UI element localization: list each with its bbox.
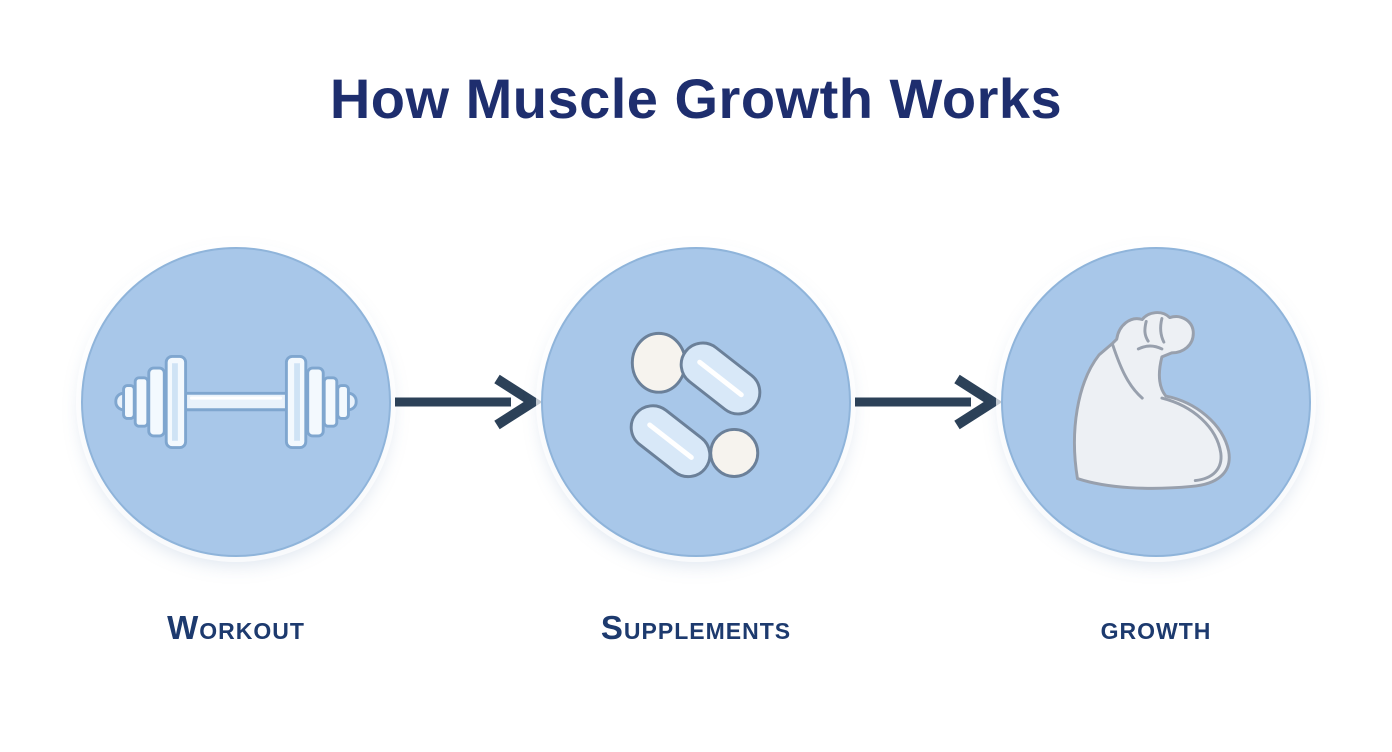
supplements-circle: [541, 247, 851, 557]
growth-circle: [1001, 247, 1311, 557]
dumbbell-icon: [114, 354, 358, 450]
flexed-bicep-icon: [1073, 311, 1231, 490]
page-title: How Muscle Growth Works: [329, 67, 1063, 130]
step-label-growth: growth: [1100, 609, 1212, 646]
workout-circle: [81, 247, 391, 557]
process-flow: Workout: [0, 247, 1392, 647]
muscle-growth-infographic: How Muscle Growth Works: [0, 66, 1392, 752]
right-arrow-icon: [855, 374, 1001, 430]
step-label-supplements: Supplements: [600, 609, 792, 646]
step-workout: Workout: [81, 247, 391, 647]
pills-icon: [629, 331, 762, 479]
right-arrow-icon: [395, 374, 541, 430]
step-label-workout: Workout: [167, 609, 305, 646]
arrow-workout-to-supplements: [391, 369, 541, 435]
step-supplements: Supplements: [541, 247, 851, 647]
arrow-supplements-to-growth: [851, 369, 1001, 435]
step-growth: growth: [1001, 247, 1311, 647]
